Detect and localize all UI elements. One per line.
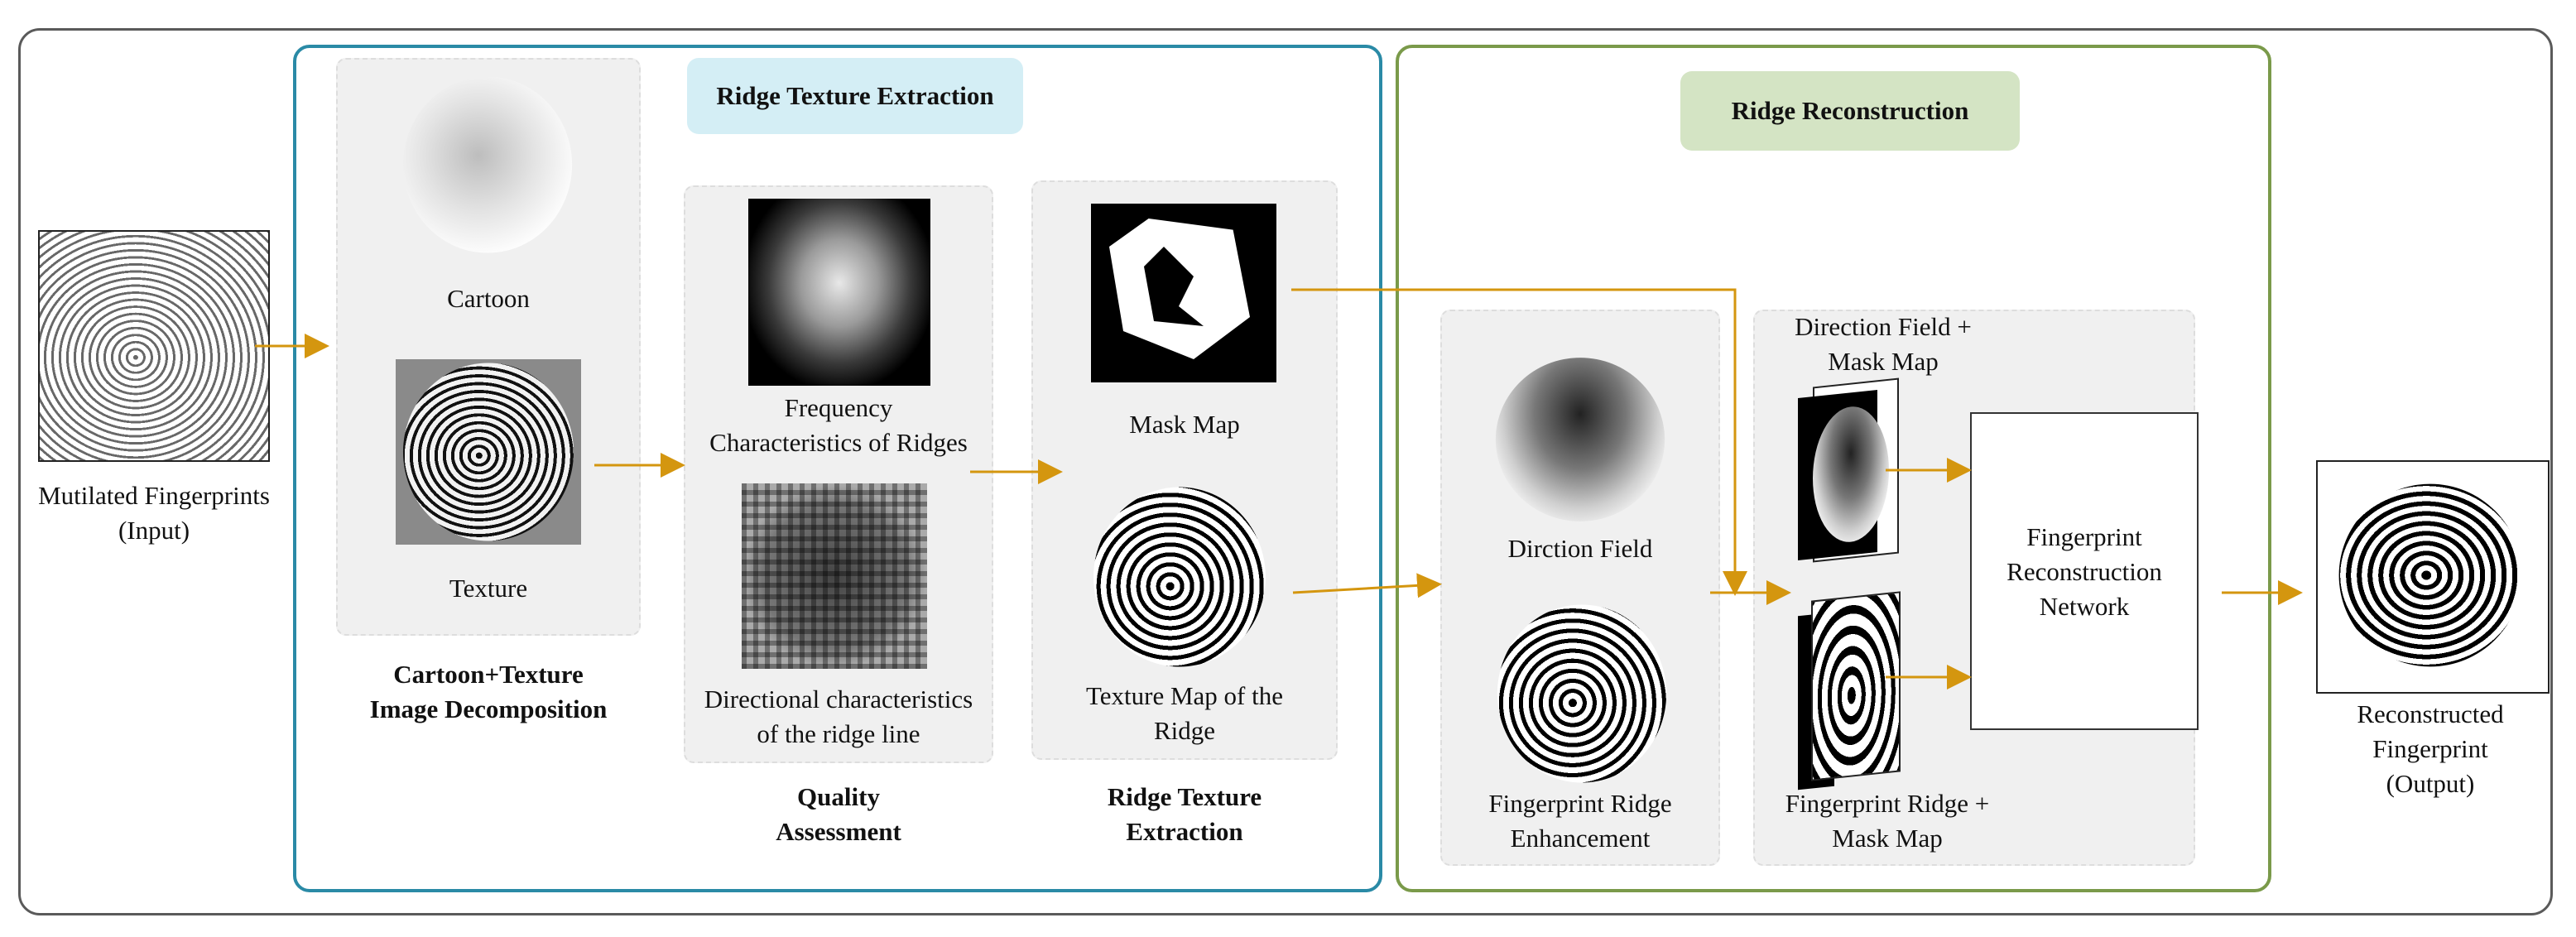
arrow-mask-to-combine <box>1291 288 1747 596</box>
ridge-reconstruction-title: Ridge Reconstruction <box>1680 71 2020 151</box>
output-fingerprint-frame <box>2316 460 2550 694</box>
texture-map-image <box>1093 487 1266 667</box>
directional-characteristics-image <box>742 483 927 669</box>
direction-field-image <box>1495 358 1665 521</box>
input-fingerprint-image <box>38 230 270 462</box>
cartoon-image <box>402 76 573 253</box>
cartoon-label: Cartoon <box>447 284 530 313</box>
ridge-texture-extraction-stage-label: Ridge Texture Extraction <box>1107 782 1262 846</box>
quality-assessment-stage-label: Quality Assessment <box>776 782 901 846</box>
ridge-enhancement-label: Fingerprint Ridge Enhancement <box>1488 789 1672 853</box>
arrow-texture-to-enhancement <box>1292 573 1442 598</box>
mask-map-image <box>1091 204 1276 382</box>
ridge-reconstruction-stage <box>1396 45 2271 892</box>
reconstruction-network-box: Fingerprint Reconstruction Network <box>1970 412 2199 730</box>
texture-image <box>396 359 581 545</box>
frequency-characteristics-label: Frequency Characteristics of Ridges <box>709 393 968 457</box>
reconstruction-network-label: Fingerprint Reconstruction Network <box>2006 522 2162 621</box>
frequency-characteristics-image <box>748 199 930 386</box>
direction-field-label: Dirction Field <box>1507 534 1653 563</box>
texture-label: Texture <box>449 574 528 603</box>
mask-map-label: Mask Map <box>1129 410 1240 439</box>
output-fingerprint-image <box>2338 483 2522 667</box>
ridge-mask-label: Fingerprint Ridge + Mask Map <box>1785 789 1990 853</box>
texture-map-label: Texture Map of the Ridge <box>1086 681 1283 745</box>
decomposition-stage-label: Cartoon+Texture Image Decomposition <box>369 660 608 723</box>
output-label: Reconstructed Fingerprint (Output) <box>2357 699 2504 798</box>
ridge-texture-extraction-title: Ridge Texture Extraction <box>687 58 1023 134</box>
ridge-texture-extraction-stage <box>293 45 1382 892</box>
directional-characteristics-label: Directional characteristics of the ridge… <box>704 685 973 748</box>
direction-mask-label: Direction Field + Mask Map <box>1795 312 1972 376</box>
input-label: Mutilated Fingerprints (Input) <box>38 481 270 545</box>
diagram-frame <box>18 28 2553 915</box>
ridge-enhancement-image <box>1497 604 1667 783</box>
